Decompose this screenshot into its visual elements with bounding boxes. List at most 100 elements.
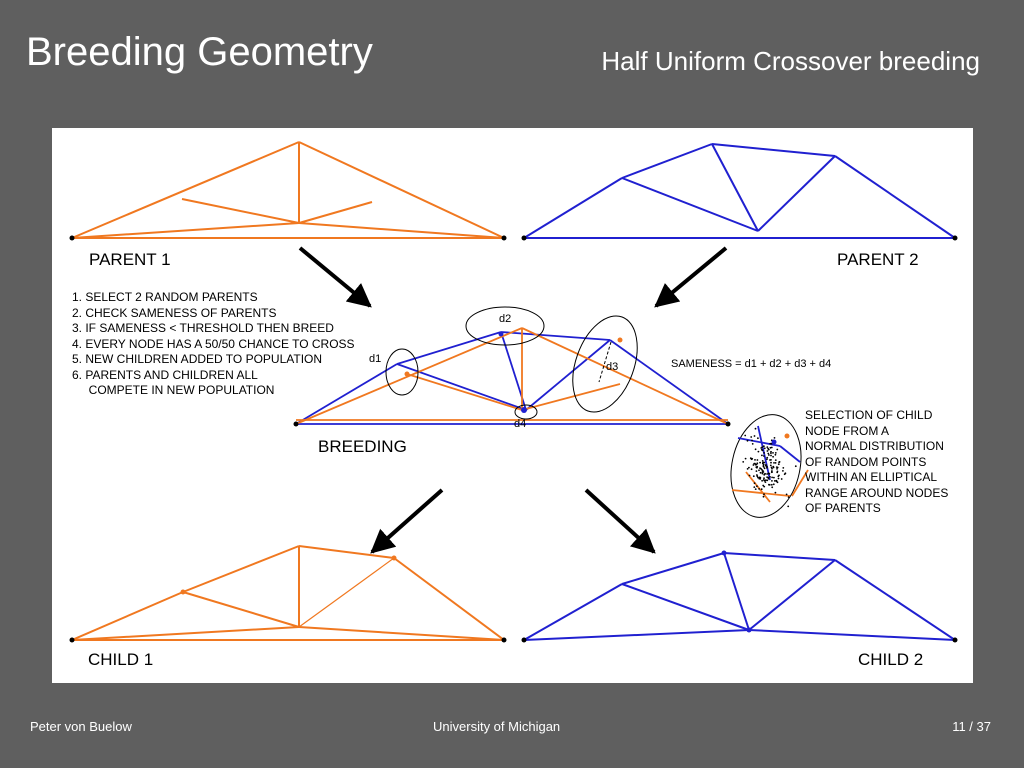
random-point xyxy=(762,495,765,498)
child1-support-left xyxy=(69,637,75,643)
note-line: OF RANDOM POINTS xyxy=(805,454,927,469)
random-point xyxy=(762,465,765,467)
random-point xyxy=(777,477,780,480)
random-point xyxy=(756,485,758,488)
step-item: 2. CHECK SAMENESS OF PARENTS xyxy=(72,305,277,320)
step-item: 1. SELECT 2 RANDOM PARENTS xyxy=(72,290,258,304)
random-point xyxy=(768,454,770,456)
breeding-support-left xyxy=(293,421,299,427)
random-point xyxy=(756,465,759,468)
arrow-breeding-to-child2 xyxy=(584,488,656,554)
random-point xyxy=(770,483,773,486)
selection-note: SELECTION OF CHILD NODE FROM A NORMAL DI… xyxy=(805,408,948,517)
sameness-formula: SAMENESS = d1 + d2 + d3 + d4 xyxy=(671,358,832,370)
random-point xyxy=(774,491,777,494)
random-point xyxy=(763,485,766,488)
child2-node xyxy=(746,627,752,633)
random-point xyxy=(770,446,773,449)
random-point xyxy=(752,464,755,466)
random-point xyxy=(748,474,751,477)
random-point xyxy=(772,455,774,458)
random-point xyxy=(757,476,759,479)
random-point xyxy=(753,435,756,437)
random-point xyxy=(772,452,774,454)
steps-list: 1. SELECT 2 RANDOM PARENTS 2. CHECK SAME… xyxy=(72,290,355,399)
random-point xyxy=(769,459,771,461)
child1-node xyxy=(180,589,186,595)
random-point xyxy=(754,448,757,451)
random-point xyxy=(761,471,764,473)
parent2-support-right xyxy=(952,235,958,241)
random-point xyxy=(756,475,759,478)
breeding-node-d1 xyxy=(404,371,410,377)
random-point xyxy=(744,457,747,460)
arrow-breeding-to-child1 xyxy=(370,488,444,554)
step-item: 5. NEW CHILDREN ADDED TO POPULATION xyxy=(72,352,323,366)
child1-truss xyxy=(71,545,505,641)
random-point xyxy=(763,455,765,457)
random-point xyxy=(754,488,757,490)
random-point xyxy=(774,462,777,464)
child2-truss xyxy=(523,552,956,641)
random-point xyxy=(760,448,763,451)
random-point xyxy=(760,488,763,491)
random-point xyxy=(753,486,756,488)
random-point xyxy=(774,453,777,456)
child2-node xyxy=(721,550,727,556)
parent1-label: PARENT 1 xyxy=(89,250,171,269)
breeding-node-d4 xyxy=(521,407,527,413)
random-point xyxy=(769,476,771,478)
random-point xyxy=(757,450,760,453)
note-line: WITHIN AN ELLIPTICAL xyxy=(805,470,938,484)
ellipse-d1 xyxy=(385,348,419,396)
random-point xyxy=(753,482,756,485)
step-item: 4. EVERY NODE HAS A 50/50 CHANCE TO CROS… xyxy=(72,336,355,351)
random-point xyxy=(752,475,755,478)
random-point xyxy=(754,427,757,430)
step-item: COMPETE IN NEW POPULATION xyxy=(72,383,275,397)
random-point xyxy=(768,484,771,486)
step-item: 6. PARENTS AND CHILDREN ALL xyxy=(72,367,258,382)
random-point xyxy=(767,447,769,450)
random-point xyxy=(776,448,779,451)
random-point xyxy=(762,461,765,464)
random-point xyxy=(763,445,765,448)
random-point xyxy=(758,469,760,472)
child2-support-right xyxy=(952,637,958,643)
slide-title: Breeding Geometry xyxy=(26,30,373,74)
random-point xyxy=(787,505,790,508)
random-point xyxy=(776,470,779,473)
random-point xyxy=(770,450,772,453)
child1-label: CHILD 1 xyxy=(88,650,154,669)
random-point xyxy=(763,493,765,496)
random-point xyxy=(770,454,772,457)
random-point xyxy=(766,446,769,448)
random-point xyxy=(777,463,780,466)
random-point xyxy=(782,470,784,472)
random-point xyxy=(776,468,778,470)
child2-label: CHILD 2 xyxy=(858,650,924,669)
d3-leader xyxy=(598,341,612,383)
random-point xyxy=(750,436,753,438)
footer-author: Peter von Buelow xyxy=(30,719,132,734)
random-point xyxy=(755,463,758,466)
ellipse-d3 xyxy=(572,315,638,413)
random-point xyxy=(760,467,762,470)
random-point xyxy=(774,452,777,454)
random-point xyxy=(764,481,767,483)
random-point xyxy=(751,443,754,445)
random-point xyxy=(778,461,781,463)
random-point xyxy=(770,452,772,454)
random-point xyxy=(766,479,769,482)
note-line: NORMAL DISTRIBUTION xyxy=(805,439,944,453)
random-point xyxy=(771,476,773,479)
random-point xyxy=(742,461,745,463)
random-point xyxy=(750,468,753,471)
random-point xyxy=(763,477,765,480)
random-point xyxy=(746,439,749,442)
random-point xyxy=(761,460,764,462)
random-point xyxy=(748,466,750,469)
random-point xyxy=(780,478,783,480)
breeding-node-d2 xyxy=(498,331,504,337)
random-point xyxy=(776,481,779,484)
